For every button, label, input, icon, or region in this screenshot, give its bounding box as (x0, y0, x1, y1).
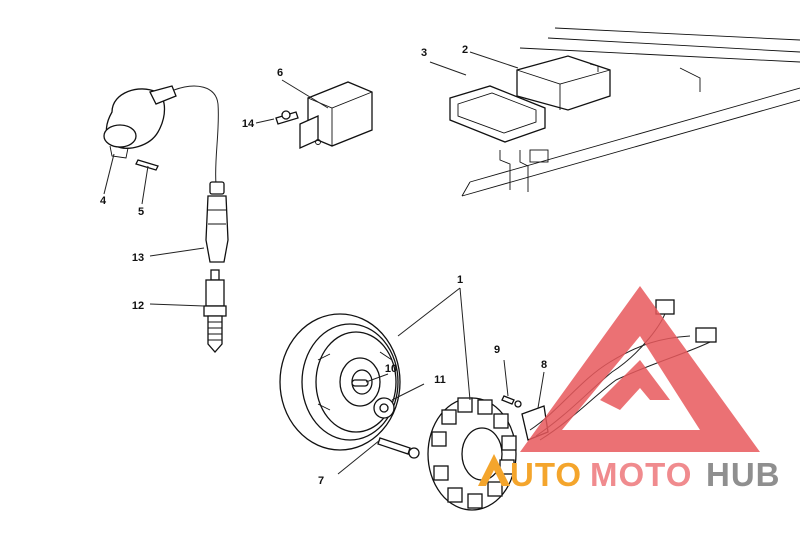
watermark-triangle (520, 286, 760, 452)
watermark-word-hub: HUB (706, 456, 781, 493)
callout-9: 9 (494, 344, 500, 356)
callout-3: 3 (421, 47, 427, 59)
woodruff-key-10 (351, 379, 369, 387)
stator (427, 397, 517, 511)
automotohub-watermark: UTO MOTO HUB (478, 286, 781, 493)
voltage-regulator (299, 81, 373, 150)
screw-9 (501, 395, 522, 408)
ecu-unit (516, 55, 611, 111)
hv-cap-13 (205, 181, 229, 263)
callout-10: 10 (385, 363, 397, 375)
ecu-bracket (449, 85, 549, 192)
flywheel-rotor (279, 313, 401, 451)
callout-4: 4 (100, 195, 107, 207)
callout-labels: 1 2 3 4 5 6 7 8 9 10 11 12 13 14 (100, 44, 547, 487)
watermark-word-moto: MOTO (590, 456, 692, 493)
screw-14 (275, 110, 299, 125)
callout-2: 2 (462, 44, 468, 56)
callout-5: 5 (138, 206, 144, 218)
leader-lines (103, 51, 545, 475)
callout-1: 1 (457, 274, 463, 286)
callout-11: 11 (434, 374, 446, 386)
bolt-7 (377, 437, 420, 459)
screw-5 (135, 159, 159, 171)
callout-14: 14 (242, 118, 255, 130)
callout-7: 7 (318, 475, 324, 487)
callout-8: 8 (541, 359, 547, 371)
frame-tubes (461, 27, 800, 197)
callout-13: 13 (132, 252, 144, 264)
callout-12: 12 (132, 300, 144, 312)
watermark-a-logo (478, 454, 510, 486)
ignition-coil (103, 85, 219, 185)
watermark-word-uto: UTO (510, 456, 582, 493)
nut-11 (373, 397, 395, 419)
callout-6: 6 (277, 67, 283, 79)
watermark-inner-mark (600, 360, 670, 410)
spark-plug (203, 269, 227, 353)
